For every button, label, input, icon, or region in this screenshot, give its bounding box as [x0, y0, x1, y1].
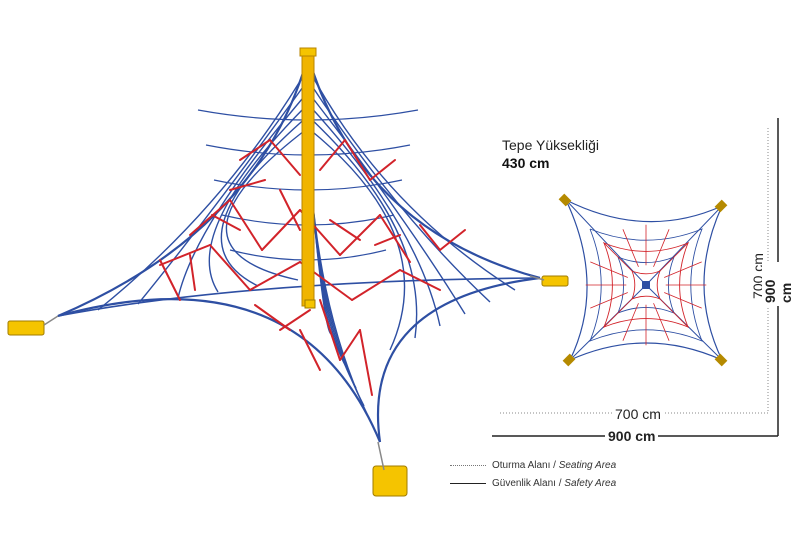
red-climbing-rope	[189, 199, 231, 236]
red-climbing-rope	[379, 214, 411, 263]
red-climbing-rope	[254, 304, 291, 331]
red-climbing-rope	[299, 329, 321, 371]
red-climbing-rope	[359, 329, 373, 396]
radial-rope	[225, 127, 309, 281]
plan-red-rope	[622, 229, 639, 267]
edge-rope	[306, 55, 541, 280]
red-climbing-rope	[239, 139, 271, 161]
plan-rope-net	[565, 199, 723, 361]
plan-red-rope	[603, 242, 633, 272]
legend-seating-en: Seating Area	[558, 460, 617, 471]
radial-rope	[137, 79, 309, 305]
radial-rope	[307, 103, 441, 327]
red-climbing-rope	[189, 254, 196, 291]
edge-rope	[57, 55, 310, 318]
edge-rope	[57, 298, 382, 443]
red-climbing-rope	[439, 229, 466, 251]
radial-rope	[307, 79, 491, 303]
plan-edge-rope	[565, 199, 588, 361]
anchor-back	[304, 299, 316, 309]
red-climbing-rope	[339, 214, 381, 256]
radial-rope	[177, 91, 309, 299]
red-climbing-rope	[229, 179, 266, 191]
red-climbing-rope	[269, 139, 301, 176]
plan-center-post	[642, 281, 650, 289]
post-cap	[299, 47, 317, 57]
plan-anchor-tr	[714, 199, 728, 213]
peak-height-value: 430 cm	[502, 155, 550, 171]
safety-width-label: 900 cm	[605, 428, 659, 444]
plan-red-rope	[664, 292, 702, 309]
anchor-right	[541, 275, 569, 287]
radial-rope	[307, 91, 466, 315]
plan-anchor-br	[714, 353, 728, 367]
red-climbing-rope	[159, 259, 181, 301]
radial-rope	[97, 67, 309, 311]
anchor-left	[7, 320, 45, 336]
red-climbing-rope	[319, 139, 346, 171]
red-climbing-rope	[351, 269, 401, 301]
red-climbing-rope	[229, 199, 263, 251]
plan-radial-rope	[565, 199, 647, 286]
legend-seating-sep: /	[550, 460, 559, 471]
red-climbing-rope	[399, 269, 441, 291]
plan-red-rope	[653, 303, 670, 341]
red-climbing-rope	[211, 214, 241, 231]
red-climbing-rope	[261, 209, 301, 251]
plan-edge-rope	[569, 342, 723, 361]
anchor-front	[372, 465, 408, 497]
safety-depth-label: 900 cm	[762, 262, 794, 306]
central-post	[301, 49, 315, 307]
cable-right	[529, 275, 545, 281]
plan-red-rope	[659, 242, 689, 272]
red-climbing-rope	[419, 224, 441, 251]
plan-red-rope	[664, 261, 702, 278]
red-climbing-rope	[344, 139, 371, 181]
radial-rope	[307, 67, 516, 291]
red-climbing-rope	[249, 261, 301, 291]
red-climbing-rope	[319, 299, 341, 361]
red-climbing-rope	[159, 244, 211, 266]
plan-red-rope	[653, 229, 670, 267]
radial-rope	[307, 115, 418, 339]
cable-front	[377, 441, 385, 471]
peak-height-label: Tepe Yüksekliği	[502, 137, 600, 153]
legend-safety-tr: Güvenlik Alanı	[492, 478, 556, 489]
plan-anchor-bl	[562, 353, 576, 367]
plan-red-rope	[590, 292, 628, 309]
plan-anchor-tl	[558, 193, 572, 207]
legend-dotted-swatch	[450, 465, 486, 466]
plan-red-rope	[603, 298, 633, 328]
red-climbing-rope	[329, 219, 361, 241]
rope-net	[57, 55, 541, 443]
plan-red-rope	[659, 298, 689, 328]
legend-seating-tr: Oturma Alanı	[492, 460, 551, 471]
plan-red-rope	[590, 261, 628, 278]
legend-safety-en: Safety Area	[564, 478, 617, 489]
plan-edge-rope	[703, 205, 723, 361]
plan-ring-rope	[589, 228, 703, 342]
red-climbing-rope	[339, 329, 361, 361]
edge-rope	[57, 277, 541, 317]
edge-rope	[376, 276, 541, 443]
radial-rope	[208, 103, 309, 293]
plan-edge-rope	[565, 199, 723, 223]
red-climbing-rope	[374, 234, 401, 246]
rope-pyramid-plan-view	[558, 193, 728, 367]
red-climbing-rope	[279, 189, 301, 231]
seating-width-label: 700 cm	[612, 406, 664, 422]
cable-left	[43, 315, 59, 326]
legend-seating-area: Oturma Alanı / Seating Area	[450, 460, 616, 471]
rope-pyramid-perspective	[7, 47, 569, 497]
legend-solid-swatch	[450, 483, 486, 484]
legend-safety-sep: /	[555, 478, 565, 489]
red-climbing-rope	[369, 159, 396, 181]
plan-red-rope	[622, 303, 639, 341]
legend-safety-area: Güvenlik Alanı / Safety Area	[450, 478, 616, 489]
red-climbing-rope	[209, 244, 251, 291]
